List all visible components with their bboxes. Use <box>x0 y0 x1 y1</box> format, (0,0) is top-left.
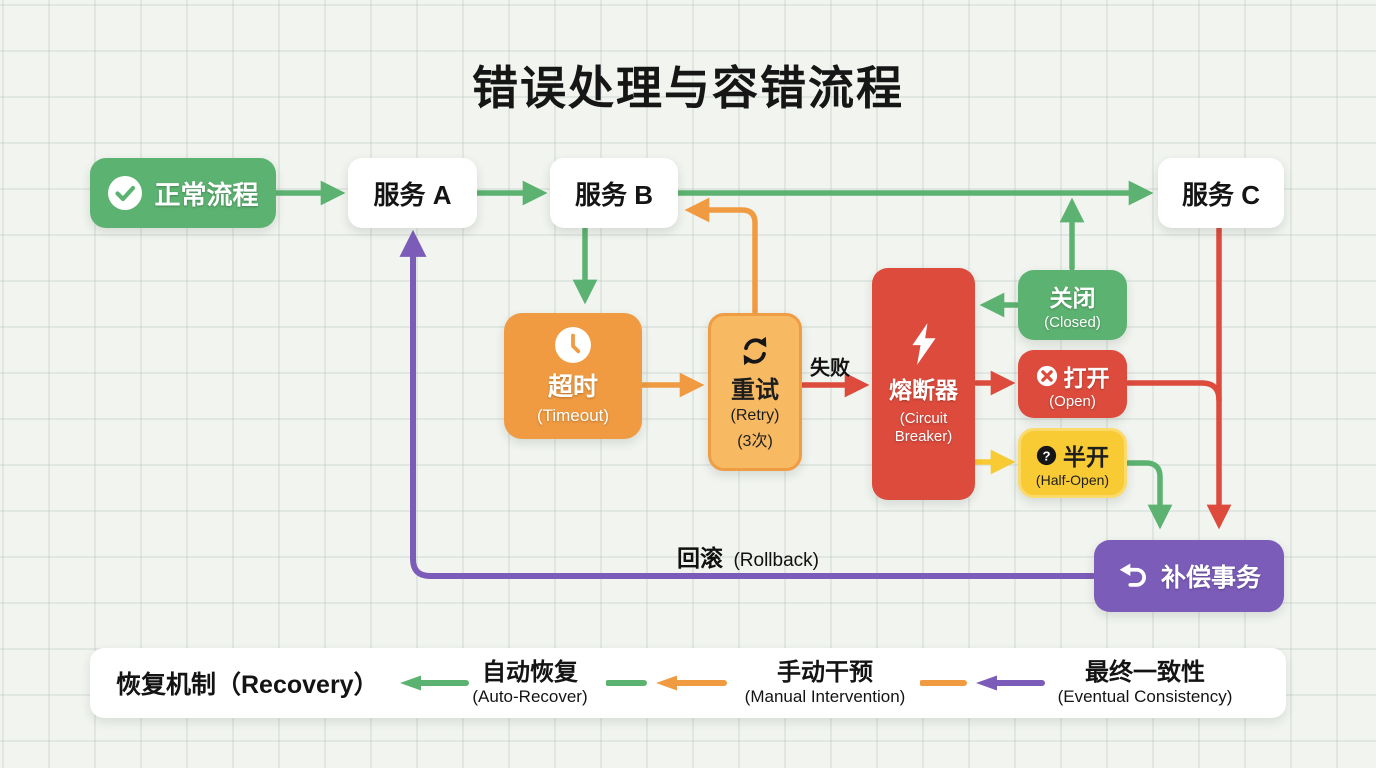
left-arrow-purple-icon <box>920 675 1045 691</box>
item-label: 自动恢复 <box>481 659 578 687</box>
rollback-text-en: (Rollback) <box>733 550 819 571</box>
node-label: 超时 <box>547 373 598 401</box>
node-sublabel: (Open) <box>1049 392 1096 410</box>
undo-icon <box>1119 563 1146 587</box>
node-label: 服务 A <box>373 179 452 210</box>
recovery-item-eventual: 最终一致性 (Eventual Consistency) <box>1057 659 1233 706</box>
node-sublabel: (Half-Open) <box>1035 472 1110 488</box>
node-timeout: 超时 (Timeout) <box>504 313 642 439</box>
refresh-icon <box>743 336 767 365</box>
left-arrow-orange-icon <box>606 675 727 691</box>
edge-label-rollback: 回滚 (Rollback) <box>677 539 819 573</box>
node-open: 打开 (Open) <box>1018 350 1127 418</box>
node-label: 服务 B <box>574 179 653 210</box>
recovery-bar: 恢复机制（Recovery） 自动恢复 (Auto-Recover) 手动干预 … <box>90 648 1286 718</box>
page-title: 错误处理与容错流程 <box>472 62 904 114</box>
arrow-retry-to-service-b <box>684 197 758 315</box>
recovery-item-auto: 自动恢复 (Auto-Recover) <box>472 659 588 706</box>
rollback-text-cn: 回滚 <box>677 545 724 571</box>
node-label: 重试 <box>731 376 779 404</box>
item-label: 手动干预 <box>776 659 873 687</box>
item-label: 最终一致性 <box>1085 659 1205 687</box>
node-compensation: 补偿事务 <box>1094 540 1284 612</box>
arrow-open-merge <box>1125 380 1222 403</box>
node-label: 服务 C <box>1181 179 1260 210</box>
node-closed: 关闭 (Closed) <box>1018 270 1127 340</box>
recovery-bar-title: 恢复机制（Recovery） <box>116 671 379 699</box>
node-sublabel2: (3次) <box>737 432 773 450</box>
node-sublabel: (Timeout) <box>536 406 610 425</box>
arrow-half-open-to-compensation <box>1125 460 1173 530</box>
node-sublabel: (Closed) <box>1044 314 1101 331</box>
node-circuit-breaker: 熔断器 (Circuit Breaker) <box>872 268 975 500</box>
question-circle-icon: ? <box>1036 445 1057 465</box>
item-sublabel: (Eventual Consistency) <box>1057 686 1233 706</box>
node-normal-flow: 正常流程 <box>90 158 276 228</box>
arrow-compensation-to-service-a-rollback <box>399 229 1096 579</box>
edge-label-failure: 失败 <box>810 357 850 380</box>
x-circle-icon <box>1036 365 1057 386</box>
node-label: 半开 <box>1063 444 1109 470</box>
item-sublabel: (Auto-Recover) <box>472 686 588 706</box>
node-label: 熔断器 <box>889 377 958 403</box>
node-retry: 重试 (Retry) (3次) <box>708 313 802 471</box>
item-sublabel: (Manual Intervention) <box>744 686 906 706</box>
node-label: 正常流程 <box>154 179 259 210</box>
node-service-b: 服务 B <box>550 158 678 228</box>
node-half-open: ? 半开 (Half-Open) <box>1018 428 1127 498</box>
recovery-item-manual: 手动干预 (Manual Intervention) <box>744 659 906 706</box>
svg-text:?: ? <box>1042 448 1050 463</box>
lightning-icon <box>911 323 936 365</box>
node-label: 打开 <box>1063 364 1110 391</box>
node-service-a: 服务 A <box>348 158 477 228</box>
node-label: 关闭 <box>1049 285 1096 311</box>
check-circle-icon <box>108 176 143 210</box>
node-sublabel: (Circuit Breaker) <box>894 410 953 445</box>
node-service-c: 服务 C <box>1158 158 1284 228</box>
left-arrow-green-icon <box>400 675 469 691</box>
node-label: 补偿事务 <box>1160 564 1261 592</box>
node-sublabel: (Retry) <box>730 406 780 424</box>
clock-icon <box>555 327 591 363</box>
